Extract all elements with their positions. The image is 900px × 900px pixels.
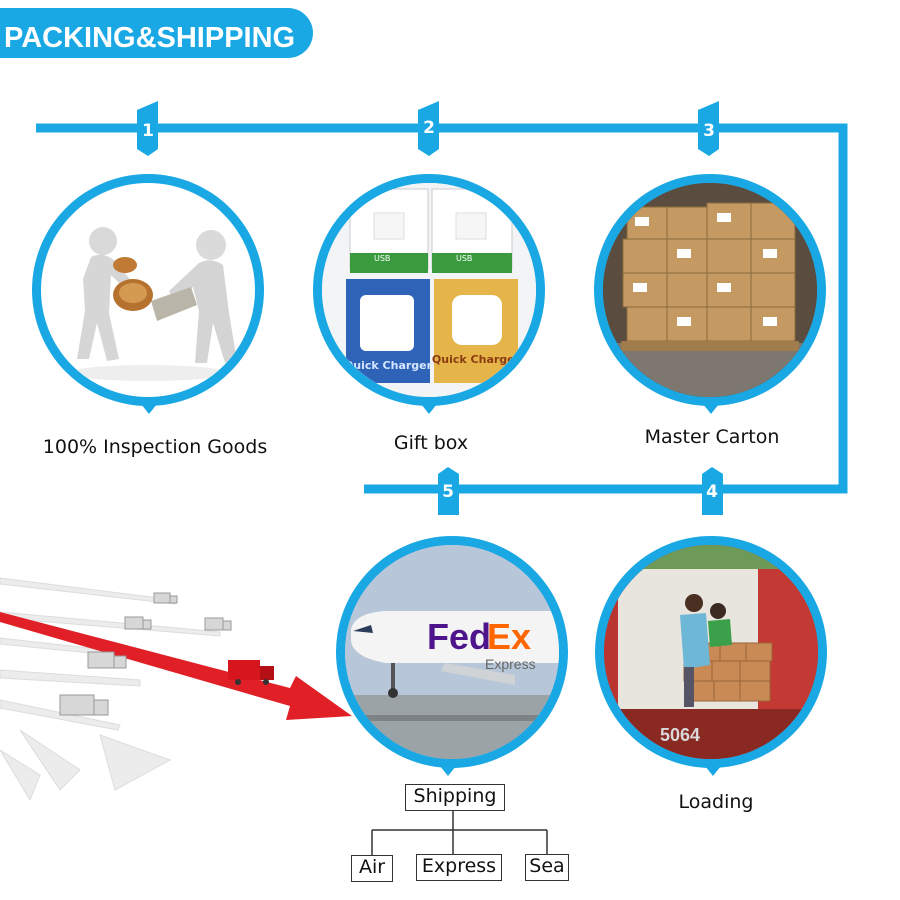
container-loading-icon: 5064 [604,545,818,759]
step-4-label: Loading [678,791,754,813]
step-3-circle [594,174,826,406]
header-tab: PACKING&SHIPPING [0,8,313,58]
step-number-2: 2 [423,118,435,138]
shipping-option-air: Air [351,855,393,882]
red-truck-icon [228,660,274,685]
step-marker-1: 1 [137,101,158,156]
shipping-tree-lines [371,810,548,856]
step-marker-5: 5 [438,467,459,515]
step-marker-3: 3 [698,101,719,156]
step-1-circle [32,174,264,406]
step-marker-4: 4 [702,467,723,515]
svg-text:USB: USB [456,254,472,263]
svg-text:Express: Express [485,656,536,672]
step-5-circle: Fed Ex Express [336,536,568,768]
step-2-circle: USB USB Quick Charger Quick Charger [313,174,545,406]
svg-text:Ex: Ex [487,616,531,657]
charger-gift-box-icon: USB USB Quick Charger Quick Charger [322,183,536,397]
page-title: PACKING&SHIPPING [4,22,296,54]
shipping-title-box: Shipping [405,784,505,811]
step-4-circle: 5064 [595,536,827,768]
flow-line-top [36,123,848,494]
svg-text:USB: USB [374,254,390,263]
svg-text:5064: 5064 [660,725,700,745]
inspection-figures-icon [68,227,237,381]
carton-pallet-icon [603,183,817,397]
svg-text:Quick Charger: Quick Charger [344,359,433,372]
shipping-option-express: Express [416,854,502,881]
step-2-label: Gift box [393,432,469,454]
delivery-trucks-graphic [0,577,352,802]
truck-icons [59,592,232,716]
step-marker-2: 2 [418,101,439,156]
svg-text:Fed: Fed [427,616,491,657]
red-arrow-icon [0,612,352,720]
svg-text:Quick Charger: Quick Charger [432,353,521,366]
step-number-4: 4 [706,482,718,502]
step-3-label: Master Carton [644,426,780,448]
step-1-label: 100% Inspection Goods [42,436,268,458]
cargo-airplane-icon: Fed Ex Express [345,545,559,759]
shipping-option-sea: Sea [525,854,569,881]
step-number-5: 5 [442,482,454,502]
step-number-1: 1 [142,121,154,141]
step-number-3: 3 [703,121,715,141]
